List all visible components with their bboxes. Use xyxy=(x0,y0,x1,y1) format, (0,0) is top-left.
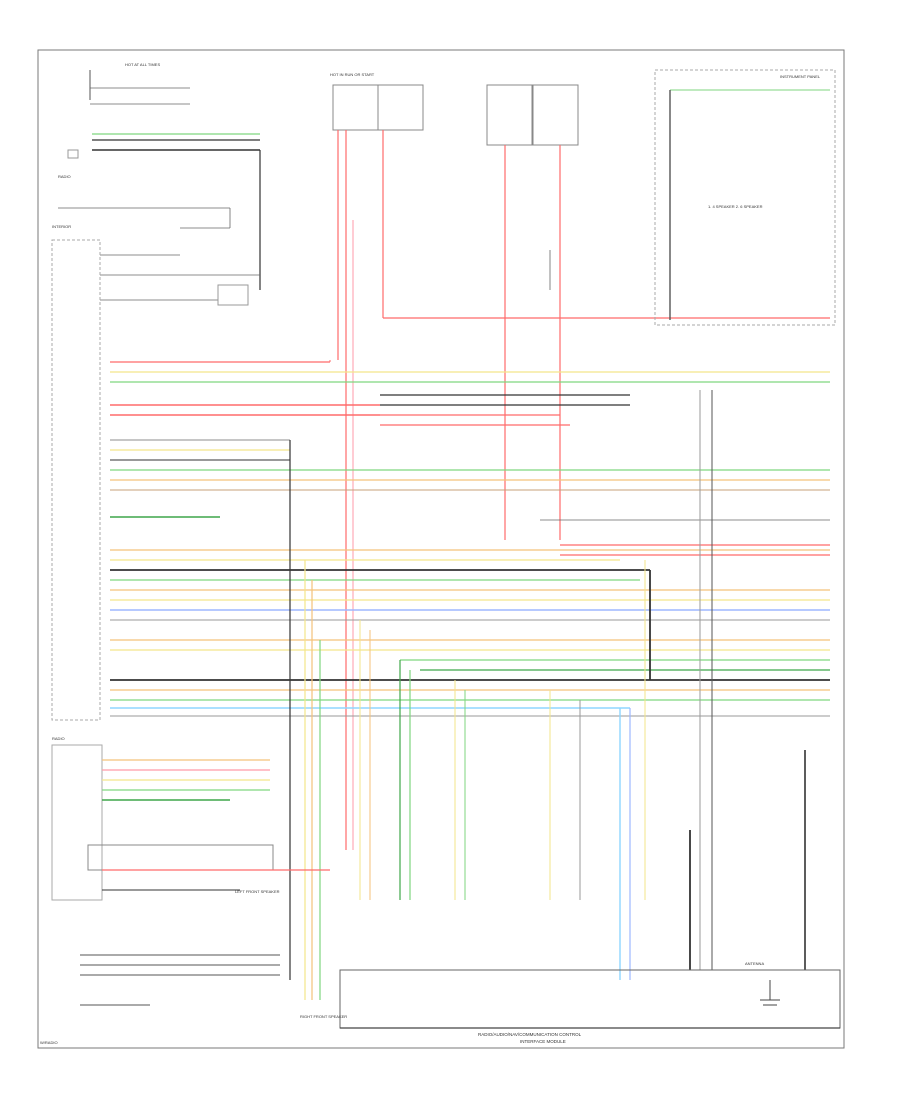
footer-sub-label: INTERFACE MODULE xyxy=(520,1039,566,1044)
fuse-block-label: HOT IN RUN OR START xyxy=(330,72,375,77)
legend-note: 1. 4 SPEAKER 2. 6 SPEAKER xyxy=(708,204,763,209)
left-connector-block xyxy=(51,239,101,721)
top-left-block-label: HOT AT ALL TIMES xyxy=(125,62,160,67)
bottom-connector: RIGHT FRONT SPEAKER RADIO/AUDIO/NAV/COMM… xyxy=(40,961,841,1045)
vertical-wire-drops xyxy=(289,390,806,1000)
footer-main-label: RADIO/AUDIO/NAV/COMMUNICATION CONTROL xyxy=(478,1032,582,1037)
antenna-label: ANTENNA xyxy=(745,961,764,966)
corner-tag: W/RADIO xyxy=(40,1040,58,1045)
instrument-panel-label: INSTRUMENT PANEL xyxy=(780,74,821,79)
speaker-rf-label: RIGHT FRONT SPEAKER xyxy=(300,1014,347,1019)
instrument-panel-group: INSTRUMENT PANEL 1. 4 SPEAKER 2. 6 SPEAK… xyxy=(654,69,836,326)
horizontal-wire-bus xyxy=(110,360,830,717)
interior-block-label: INTERIOR xyxy=(52,224,71,229)
lower-radio-group: RADIO LEFT FRONT SPEAKER xyxy=(51,736,330,1006)
diagram-frame xyxy=(37,49,845,1049)
radio-block-label: RADIO xyxy=(58,174,71,179)
lower-radio-label: RADIO xyxy=(52,736,65,741)
antenna-icon xyxy=(760,980,780,1006)
top-left-component-group: HOT AT ALL TIMES RADIO INTERIOR xyxy=(51,62,261,721)
speaker-lf-label: LEFT FRONT SPEAKER xyxy=(235,889,280,894)
